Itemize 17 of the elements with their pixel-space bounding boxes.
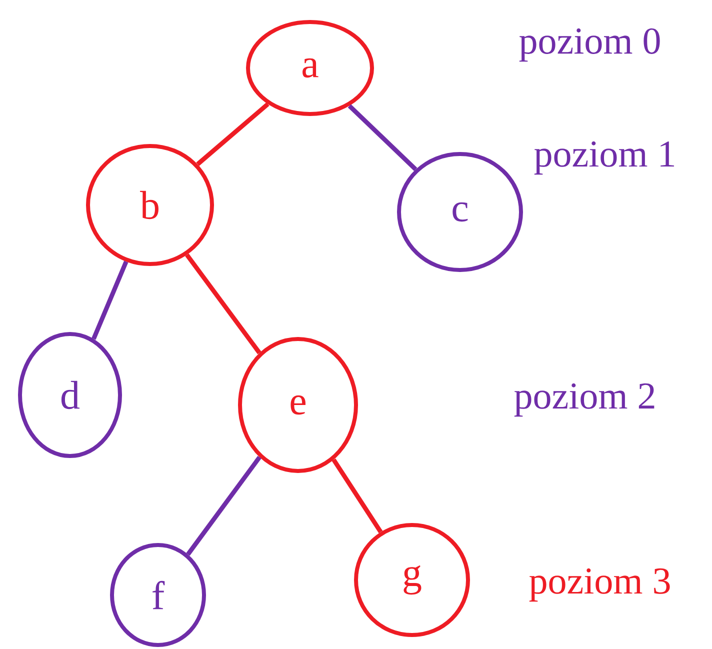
tree-node: g [354, 523, 470, 637]
tree-edge [186, 456, 262, 556]
tree-node: b [86, 144, 214, 266]
tree-node: d [18, 332, 122, 458]
tree-node: f [110, 543, 206, 647]
tree-edge [92, 260, 128, 340]
level-label: poziom 1 [534, 141, 674, 175]
tree-edge [332, 458, 383, 534]
level-label: poziom 3 [529, 568, 670, 602]
tree-node: a [246, 20, 374, 116]
tree-node: e [238, 337, 358, 473]
tree-edge [185, 254, 262, 354]
tree-node: c [397, 152, 523, 272]
tree-edge [348, 104, 418, 172]
tree-edge [196, 102, 270, 166]
level-label: poziom 2 [514, 383, 654, 417]
level-label: poziom 0 [519, 28, 660, 62]
